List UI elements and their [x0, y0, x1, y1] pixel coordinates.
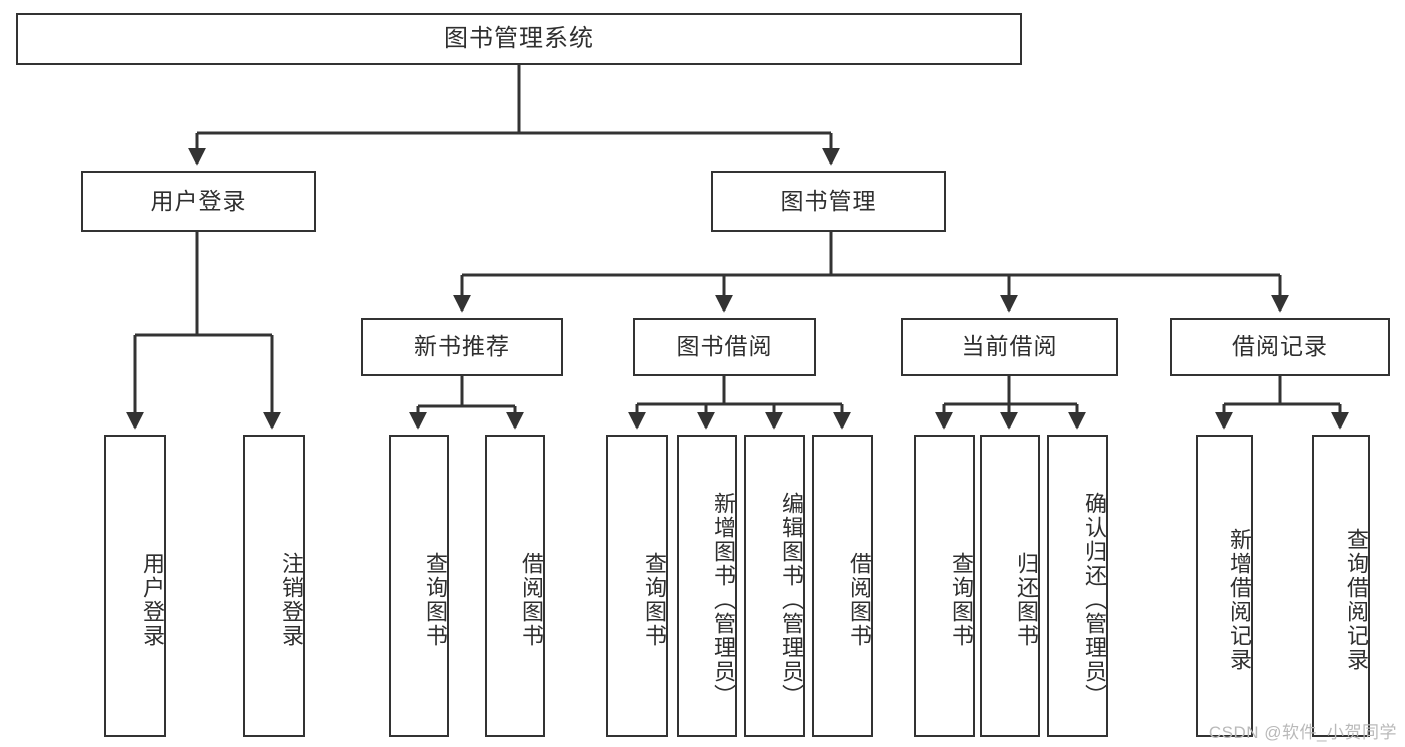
- leaf-borrow-edit-book-admin[interactable]: 编辑图书（管理员）: [744, 435, 805, 737]
- leaf-borrow-query-book[interactable]: 查询图书: [606, 435, 668, 737]
- leaf-record-add-borrow-record[interactable]: 新增借阅记录: [1196, 435, 1253, 737]
- node-user-login[interactable]: 用户登录: [81, 171, 316, 232]
- leaf-current-return-book[interactable]: 归还图书: [980, 435, 1040, 737]
- leaf-current-query-book[interactable]: 查询图书: [914, 435, 975, 737]
- leaf-user-logout[interactable]: 注销登录: [243, 435, 305, 737]
- node-current-borrow[interactable]: 当前借阅: [901, 318, 1118, 376]
- node-new-book-recommend[interactable]: 新书推荐: [361, 318, 563, 376]
- leaf-recommend-query-book[interactable]: 查询图书: [389, 435, 449, 737]
- leaf-borrow-add-book-admin[interactable]: 新增图书（管理员）: [677, 435, 737, 737]
- leaf-borrow-borrow-book[interactable]: 借阅图书: [812, 435, 873, 737]
- leaf-record-query-borrow-record[interactable]: 查询借阅记录: [1312, 435, 1370, 737]
- node-root-system[interactable]: 图书管理系统: [16, 13, 1022, 65]
- node-borrow-record[interactable]: 借阅记录: [1170, 318, 1390, 376]
- leaf-user-login[interactable]: 用户登录: [104, 435, 166, 737]
- watermark-text: CSDN @软件_小贺同学: [1208, 723, 1397, 742]
- node-book-borrow[interactable]: 图书借阅: [633, 318, 816, 376]
- node-book-management[interactable]: 图书管理: [711, 171, 946, 232]
- leaf-recommend-borrow-book[interactable]: 借阅图书: [485, 435, 545, 737]
- leaf-current-confirm-return-admin[interactable]: 确认归还（管理员）: [1047, 435, 1108, 737]
